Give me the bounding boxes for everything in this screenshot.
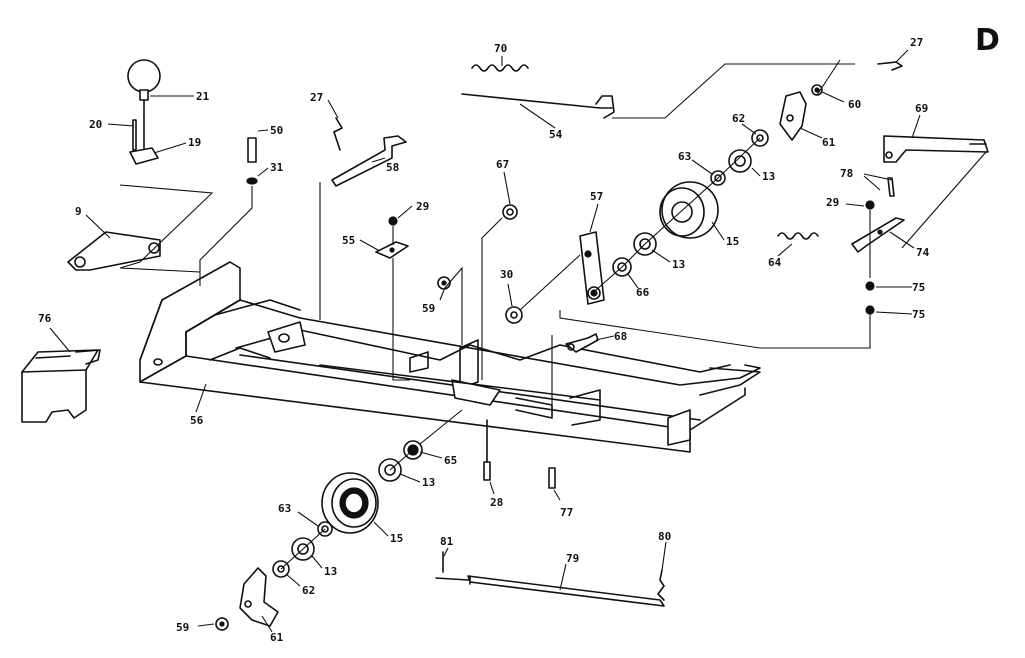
callout-labels: 21 20 19 9 50 31 27 58 70 54 27 60 69 62…	[38, 36, 930, 644]
callout-15-top: 15	[726, 235, 739, 248]
callout-13-lower-a: 13	[422, 476, 435, 489]
spacer-30	[505, 306, 523, 324]
callout-21: 21	[196, 90, 210, 103]
nut-29-left	[388, 216, 398, 226]
callout-30: 30	[500, 268, 513, 281]
callout-27-right: 27	[910, 36, 923, 49]
callout-13-top: 13	[762, 170, 775, 183]
callout-13-mid: 13	[672, 258, 685, 271]
cotter-pin-27-left	[333, 117, 343, 151]
callout-77: 77	[560, 506, 573, 519]
callout-70: 70	[494, 42, 507, 55]
callout-81: 81	[440, 535, 454, 548]
clip-80	[657, 569, 665, 601]
spring-70	[471, 64, 529, 72]
callout-56: 56	[190, 414, 204, 427]
leader-lines	[49, 49, 921, 633]
callout-75-lower: 75	[912, 308, 925, 321]
callout-57: 57	[590, 190, 603, 203]
nut-31	[246, 177, 258, 185]
handle-knob-21	[127, 59, 161, 151]
pulley-15-top	[659, 181, 719, 239]
main-frame-56	[139, 261, 761, 453]
nut-29-right	[865, 200, 875, 210]
callout-67: 67	[496, 158, 509, 171]
callout-59-lower: 59	[176, 621, 189, 634]
callout-58: 58	[386, 161, 399, 174]
callout-31: 31	[270, 161, 284, 174]
spring-64	[777, 232, 819, 240]
callout-50: 50	[270, 124, 283, 137]
bracket-61-lower	[239, 567, 279, 627]
callout-15-lower: 15	[390, 532, 403, 545]
callout-75-upper: 75	[912, 281, 925, 294]
callout-29-left: 29	[416, 200, 429, 213]
callout-63-lower: 63	[278, 502, 291, 515]
bolt-50	[247, 137, 257, 163]
cover-76	[21, 349, 101, 423]
nut-75-upper	[865, 281, 875, 291]
block-19	[129, 147, 159, 165]
callout-63-top: 63	[678, 150, 691, 163]
callout-61-lower: 61	[270, 631, 284, 644]
bushing-67	[502, 204, 518, 220]
bolt-77	[548, 467, 556, 489]
callout-55: 55	[342, 234, 355, 247]
cotter-pin-27-right	[877, 61, 903, 71]
bracket-9	[67, 231, 161, 271]
callout-76: 76	[38, 312, 52, 325]
callout-66: 66	[636, 286, 650, 299]
callout-60: 60	[848, 98, 861, 111]
callout-62-lower: 62	[302, 584, 315, 597]
callout-59-top: 59	[422, 302, 435, 315]
callout-78: 78	[840, 167, 853, 180]
callout-69: 69	[915, 102, 928, 115]
spacer-13-top	[728, 149, 752, 173]
bracket-74	[851, 217, 905, 253]
callout-79: 79	[566, 552, 579, 565]
callout-54: 54	[549, 128, 563, 141]
callout-68: 68	[614, 330, 627, 343]
callout-13-lower-b: 13	[324, 565, 337, 578]
callout-20: 20	[89, 118, 102, 131]
callout-29-right: 29	[826, 196, 839, 209]
callout-80: 80	[658, 530, 671, 543]
callout-65: 65	[444, 454, 457, 467]
callout-28: 28	[490, 496, 503, 509]
callout-74: 74	[916, 246, 930, 259]
callout-27-left: 27	[310, 91, 323, 104]
callout-64: 64	[768, 256, 782, 269]
nut-75-lower	[865, 305, 875, 315]
pulley-15-lower	[321, 472, 379, 534]
sheet-letter: D	[975, 23, 1000, 58]
rod-58	[331, 135, 407, 187]
pin-20	[132, 119, 137, 151]
bolt-28	[483, 461, 491, 481]
pin-78	[887, 177, 895, 197]
lever-69	[883, 135, 989, 163]
callout-62-top: 62	[732, 112, 745, 125]
idler-arm-57	[579, 231, 605, 305]
cable-54	[461, 93, 613, 109]
callout-61-top: 61	[822, 136, 836, 149]
callout-19: 19	[188, 136, 201, 149]
rod-79	[467, 575, 665, 607]
callout-9: 9	[75, 205, 82, 218]
